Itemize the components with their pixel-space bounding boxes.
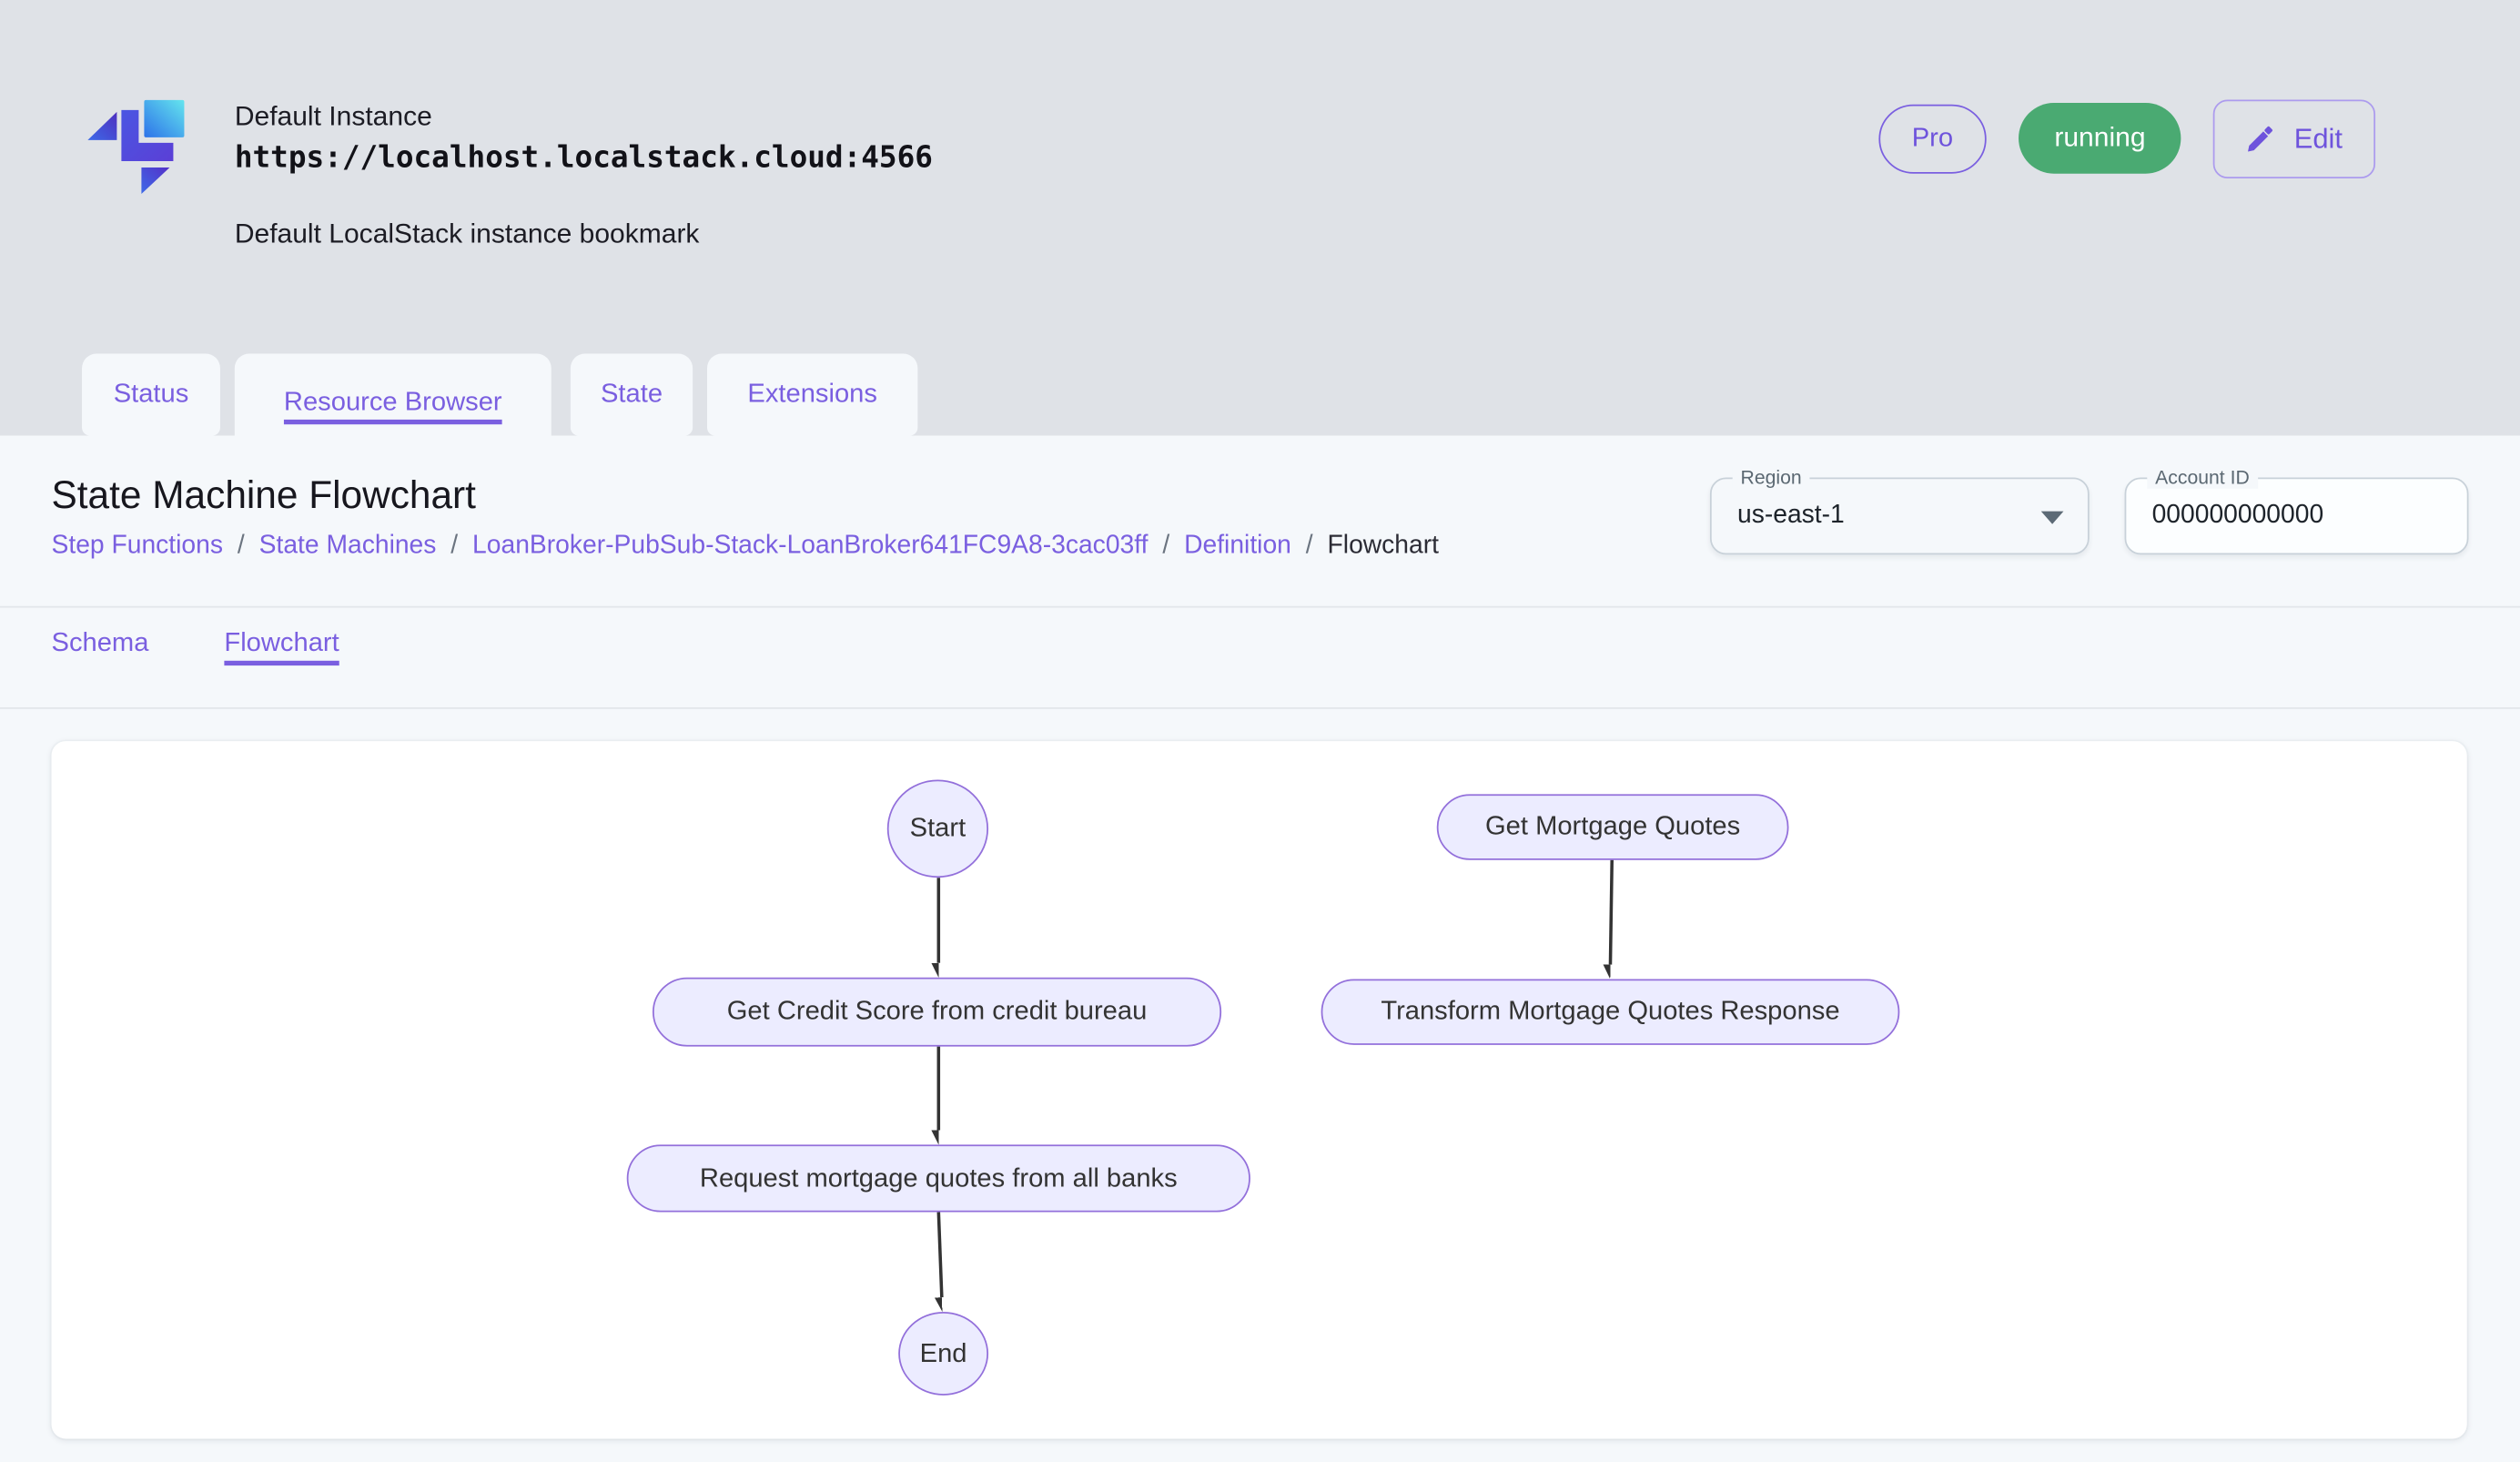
breadcrumb: Step Functions / State Machines / LoanBr… (52, 533, 1440, 562)
header: Default Instance https://localhost.local… (0, 0, 2520, 451)
pro-badge: Pro (1877, 103, 1988, 173)
tab-resource-browser[interactable]: Resource Browser (234, 353, 552, 451)
breadcrumb-state-machine-name[interactable]: LoanBroker-PubSub-Stack-LoanBroker641FC9… (472, 532, 1149, 560)
breadcrumb-separator: / (1305, 532, 1313, 560)
flowchart-node-get-mortgage-quotes: Get Mortgage Quotes (1436, 794, 1789, 860)
account-id-label: Account ID (2147, 466, 2258, 489)
instance-description: Default LocalStack instance bookmark (234, 218, 700, 249)
tab-status[interactable]: Status (82, 353, 220, 436)
breadcrumb-definition[interactable]: Definition (1184, 532, 1291, 560)
status-badge: running (2019, 103, 2181, 174)
instance-info: Default Instance https://localhost.local… (234, 99, 933, 176)
breadcrumb-flowchart: Flowchart (1327, 532, 1440, 560)
flowchart-node-get-credit-score: Get Credit Score from credit bureau (652, 977, 1222, 1047)
edit-button-label: Edit (2293, 121, 2343, 154)
tab-extensions[interactable]: Extensions (707, 353, 918, 436)
flowchart-card: Start Get Credit Score from credit burea… (51, 741, 2467, 1439)
breadcrumb-separator: / (237, 532, 245, 560)
breadcrumb-separator: / (1162, 532, 1170, 560)
breadcrumb-step-functions[interactable]: Step Functions (51, 532, 223, 560)
tab-state[interactable]: State (570, 353, 693, 436)
flowchart-edges (52, 859, 1614, 1438)
definition-subtabs: Schema Flowchart (52, 628, 339, 659)
region-select-value: us-east-1 (1736, 501, 1845, 529)
chevron-down-icon (2040, 511, 2064, 524)
flowchart-node-end: End (898, 1312, 989, 1396)
breadcrumb-state-machines[interactable]: State Machines (258, 532, 437, 560)
instance-url: https://localhost.localstack.cloud:4566 (234, 141, 933, 176)
account-id-input[interactable] (2126, 479, 2467, 553)
edit-button[interactable]: Edit (2212, 98, 2376, 178)
divider (0, 707, 2520, 709)
flowchart-node-start: Start (886, 779, 989, 878)
subtab-flowchart[interactable]: Flowchart (224, 628, 339, 658)
breadcrumb-separator: / (450, 532, 459, 560)
flowchart-node-request-quotes: Request mortgage quotes from all banks (626, 1144, 1250, 1213)
pencil-icon (2248, 126, 2273, 151)
flowchart-node-transform-response: Transform Mortgage Quotes Response (1321, 979, 1900, 1045)
region-select-label: Region (1732, 466, 1810, 489)
region-select[interactable]: Region us-east-1 (1709, 466, 2090, 554)
account-id-field: Account ID (2124, 466, 2469, 554)
resource-browser-panel: State Machine Flowchart Step Functions /… (0, 435, 2520, 1462)
instance-name: Default Instance (234, 101, 432, 132)
divider (0, 605, 2520, 608)
page-title: State Machine Flowchart (51, 473, 476, 518)
localstack-logo-icon (87, 99, 185, 194)
subtab-schema[interactable]: Schema (51, 628, 149, 658)
main-tabs: Status Resource Browser State Extensions (82, 353, 918, 451)
header-actions: Pro running Edit (1877, 98, 2376, 178)
